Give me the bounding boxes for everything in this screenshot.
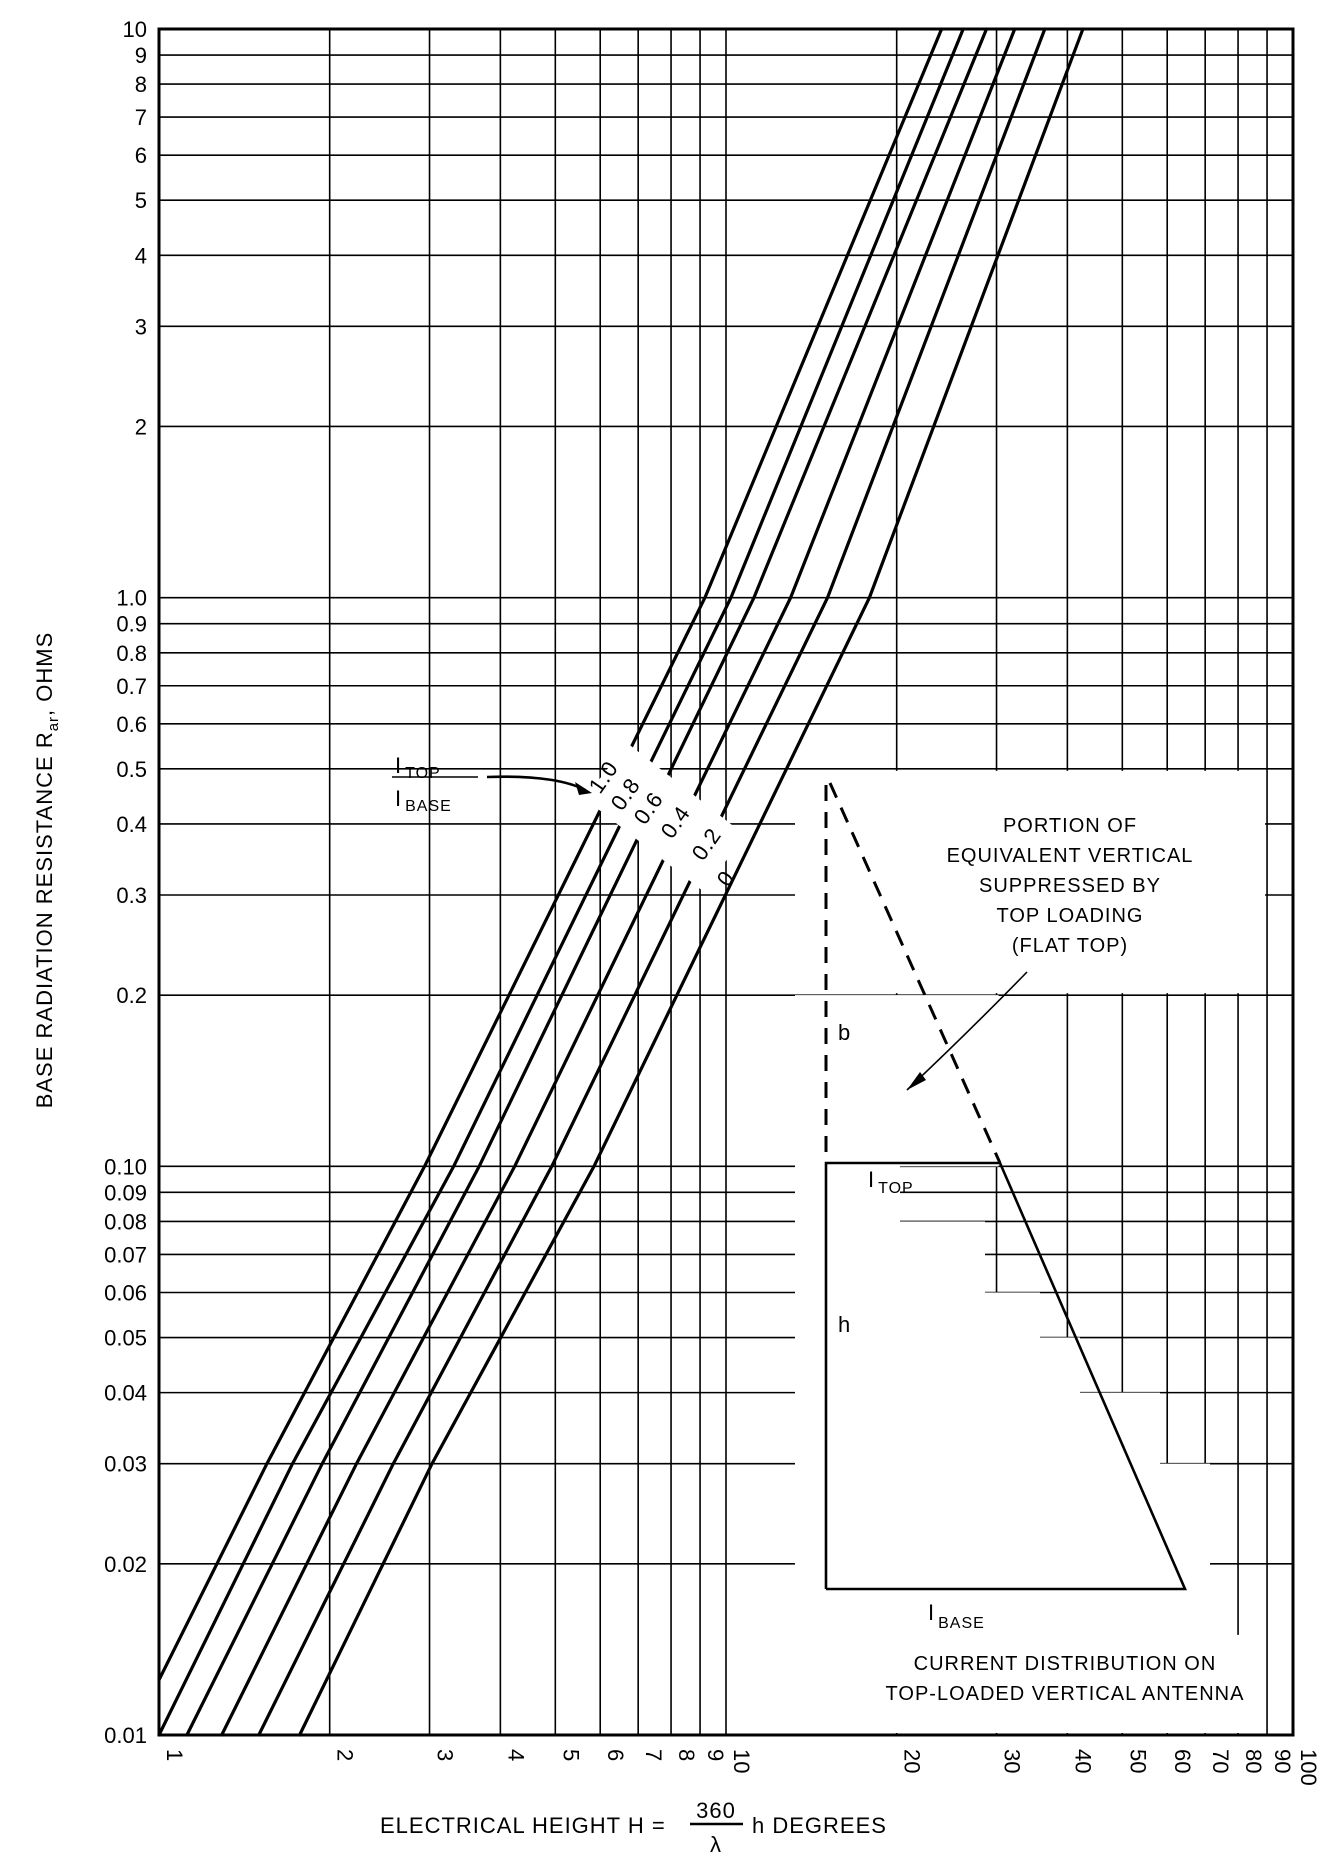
curve-1.0 bbox=[157, 27, 944, 1682]
x-tick-label: 10 bbox=[729, 1749, 754, 1773]
y-tick-label: 0.09 bbox=[104, 1180, 147, 1205]
inset-note: PORTION OF EQUIVALENT VERTICAL SUPPRESSED … bbox=[947, 815, 1194, 957]
x-tick-label: 2 bbox=[333, 1749, 358, 1761]
y-tick-label: 2 bbox=[135, 414, 147, 439]
y-tick-label: 8 bbox=[135, 72, 147, 97]
x-tick-label: 40 bbox=[1070, 1749, 1095, 1773]
x-tick-label: 70 bbox=[1208, 1749, 1233, 1773]
y-tick-label: 0.06 bbox=[104, 1280, 147, 1305]
y-tick-label: 0.02 bbox=[104, 1552, 147, 1577]
inset-caption-line: TOP-LOADED VERTICAL ANTENNA bbox=[886, 1683, 1245, 1705]
y-tick-label: 0.4 bbox=[116, 812, 147, 837]
x-tick-label: 7 bbox=[641, 1749, 666, 1761]
arrowhead-icon bbox=[907, 1072, 926, 1090]
y-tick-label: 0.03 bbox=[104, 1452, 147, 1477]
y-tick-label: 0.8 bbox=[116, 641, 147, 666]
inset-note-line: EQUIVALENT VERTICAL bbox=[947, 845, 1194, 867]
y-tick-label: 3 bbox=[135, 314, 147, 339]
x-tick-label: 1 bbox=[162, 1749, 187, 1761]
suppressed-portion-dashed bbox=[828, 782, 1002, 1164]
x-axis-title-numerator: 360 bbox=[696, 1798, 736, 1823]
curve-labels: 1.00.80.60.40.20 bbox=[584, 756, 740, 891]
inset-note-line: PORTION OF bbox=[1003, 815, 1137, 837]
y-tick-label: 7 bbox=[135, 105, 147, 130]
y-tick-label: 0.08 bbox=[104, 1209, 147, 1234]
current-distribution-shape bbox=[824, 1161, 1187, 1591]
inset-note-line: TOP LOADING bbox=[997, 905, 1144, 927]
y-axis-title: BASE RADIATION RESISTANCE Rar, OHMS bbox=[32, 632, 62, 1109]
curve-label-mask bbox=[584, 743, 746, 891]
inset-caption: CURRENT DISTRIBUTION ON TOP-LOADED VERTIC… bbox=[886, 1653, 1245, 1705]
curves bbox=[157, 27, 1085, 1737]
curve-0.2 bbox=[257, 27, 1047, 1737]
inset-note-line: SUPPRESSED BY bbox=[979, 875, 1161, 897]
inset-mask-stepped bbox=[795, 995, 1266, 1733]
x-tick-label: 6 bbox=[603, 1749, 628, 1761]
y-tick-label: 6 bbox=[135, 143, 147, 168]
y-tick-label: 0.05 bbox=[104, 1326, 147, 1351]
x-axis-title-suffix: h DEGREES bbox=[752, 1813, 887, 1838]
x-tick-label: 9 bbox=[703, 1749, 728, 1761]
y-tick-label: 4 bbox=[135, 243, 147, 268]
y-tick-label: 9 bbox=[135, 43, 147, 68]
x-tick-label: 8 bbox=[674, 1749, 699, 1761]
legend-arrow bbox=[486, 775, 586, 792]
label-h: h bbox=[838, 1312, 851, 1337]
y-tick-label: 0.5 bbox=[116, 757, 147, 782]
x-axis-title-denominator: λ bbox=[710, 1832, 722, 1857]
arrowhead-icon bbox=[575, 782, 592, 795]
x-axis-title: ELECTRICAL HEIGHT H = 360 λ h DEGREES bbox=[380, 1798, 887, 1857]
y-tick-label: 0.10 bbox=[104, 1154, 147, 1179]
curve-0.4 bbox=[220, 27, 1017, 1737]
inset-caption-line: CURRENT DISTRIBUTION ON bbox=[914, 1653, 1217, 1675]
curve-0.6 bbox=[185, 27, 989, 1737]
y-tick-label: 0.3 bbox=[116, 883, 147, 908]
y-tick-label: 1.0 bbox=[116, 586, 147, 611]
x-tick-label: 100 bbox=[1296, 1749, 1321, 1786]
x-tick-label: 30 bbox=[1000, 1749, 1025, 1773]
y-tick-label: 0.01 bbox=[104, 1723, 147, 1748]
pointer-arrow bbox=[906, 971, 1028, 1091]
y-tick-label: 0.9 bbox=[116, 612, 147, 637]
y-tick-label: 0.6 bbox=[116, 712, 147, 737]
x-tick-label: 90 bbox=[1270, 1749, 1295, 1773]
x-tick-label: 20 bbox=[900, 1749, 925, 1773]
y-tick-label: 0.7 bbox=[116, 674, 147, 699]
x-axis-title-prefix: ELECTRICAL HEIGHT H = bbox=[380, 1813, 666, 1838]
x-tick-label: 4 bbox=[503, 1749, 528, 1761]
x-tick-label: 5 bbox=[558, 1749, 583, 1761]
y-tick-label: 10 bbox=[123, 17, 147, 42]
curve-0 bbox=[298, 27, 1085, 1737]
y-tick-label: 0.04 bbox=[104, 1381, 147, 1406]
y-tick-label: 5 bbox=[135, 188, 147, 213]
y-axis-ticks: 0.01 0.02 0.03 0.04 0.05 0.06 0.07 0.08 0.090.10… bbox=[104, 17, 147, 1748]
x-tick-label: 60 bbox=[1170, 1749, 1195, 1773]
plot-frame bbox=[157, 27, 1295, 1737]
inset-note-line: (FLAT TOP) bbox=[1012, 935, 1128, 957]
x-tick-label: 50 bbox=[1125, 1749, 1150, 1773]
label-b: b bbox=[838, 1020, 851, 1045]
y-tick-label: 0.2 bbox=[116, 983, 147, 1008]
x-tick-label: 3 bbox=[433, 1749, 458, 1761]
inset-diagram: PORTION OF EQUIVALENT VERTICAL SUPPRESSED … bbox=[824, 782, 1245, 1705]
y-tick-label: 0.07 bbox=[104, 1242, 147, 1267]
curve-0.8 bbox=[157, 27, 965, 1737]
x-tick-label: 80 bbox=[1241, 1749, 1266, 1773]
